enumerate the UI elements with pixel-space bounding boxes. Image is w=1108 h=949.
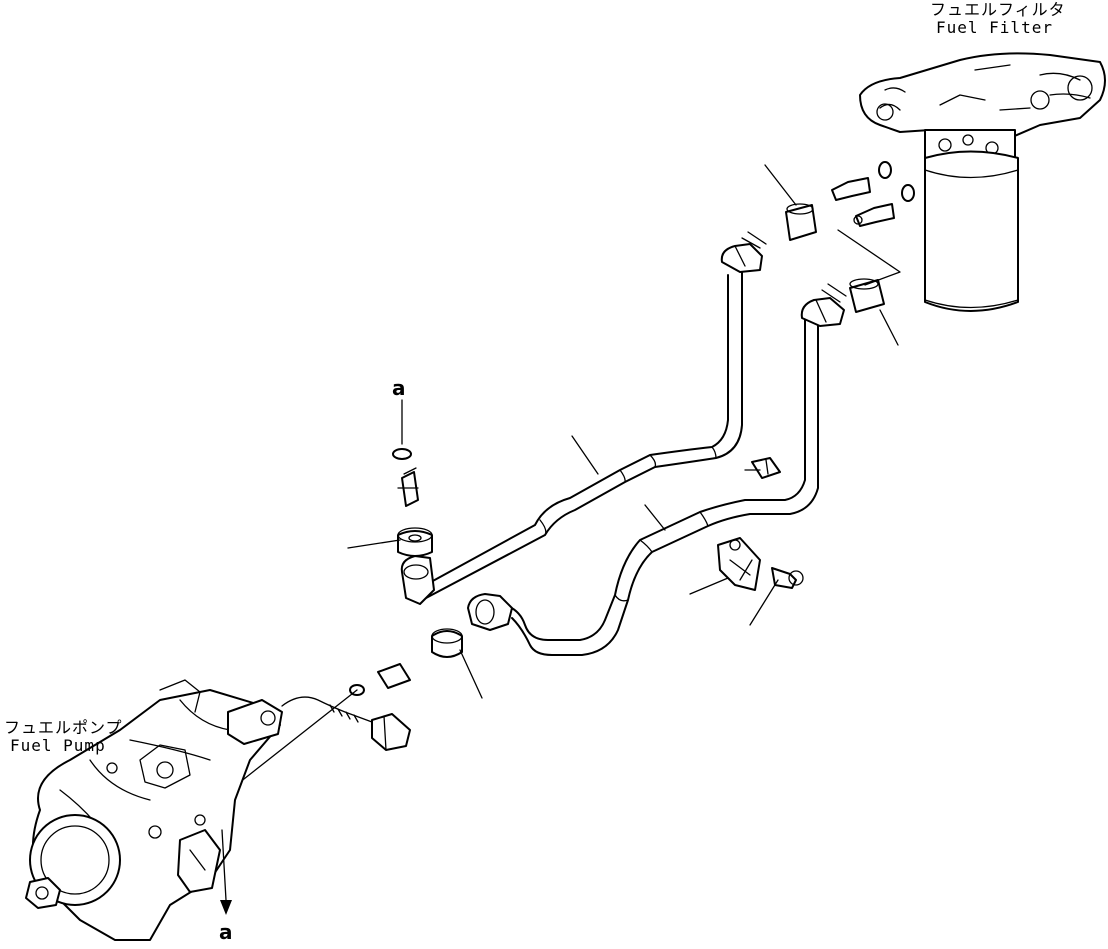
bracket-bolt [771, 567, 804, 589]
top-reference-marker: a [392, 376, 406, 400]
filter-outlet-fittings [785, 161, 915, 313]
upper-pipe-end [400, 555, 435, 605]
lower-pipe-banjo [467, 593, 513, 631]
bottom-reference-marker: a [219, 920, 233, 944]
fuel-pipe-upper [419, 231, 767, 599]
filter-leader-lines [764, 164, 901, 346]
fuel-pump-en-label: Fuel Pump [10, 736, 106, 755]
fuel-filter-en-label: Fuel Filter [936, 18, 1053, 37]
lower-stack-parts [229, 628, 463, 791]
fuel-filter-assembly [859, 52, 1106, 312]
upper-stack-parts [392, 399, 433, 557]
fuel-pump-jp-label: フュエルポンプ [4, 718, 123, 737]
pump-wire-harness [281, 696, 411, 751]
fuel-pump-assembly [25, 679, 283, 941]
clamp-bracket [717, 537, 761, 591]
fuel-filter-jp-label: フュエルフィルタ [930, 0, 1066, 19]
pipe-clip [744, 457, 781, 479]
leader-lines [347, 435, 779, 699]
bottom-ref-arrow [220, 829, 232, 915]
fuel-pipe-lower [504, 283, 847, 656]
